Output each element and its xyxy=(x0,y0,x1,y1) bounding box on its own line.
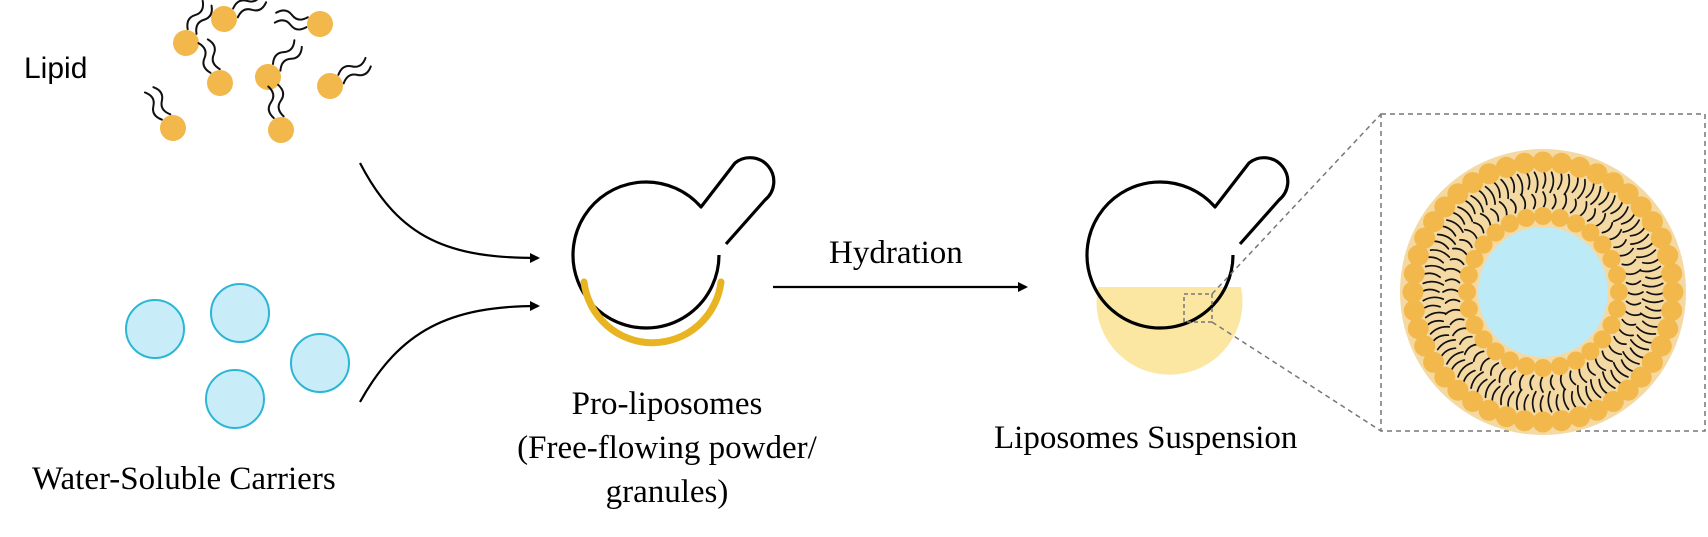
lipid-molecule-icon xyxy=(255,39,303,90)
proliposomes-label-line1: Pro-liposomes xyxy=(572,386,763,422)
carrier-bead-icon xyxy=(205,369,265,429)
round-bottom-flask-icon xyxy=(571,156,776,347)
carrier-arrow-icon xyxy=(359,301,540,403)
lipid-molecule-icon xyxy=(273,9,333,37)
lipid-molecules-group xyxy=(143,0,372,143)
lipid-molecule-icon xyxy=(197,38,233,96)
carrier-bead-icon xyxy=(125,299,185,359)
hydration-label: Hydration xyxy=(829,235,963,271)
round-bottom-flask-icon xyxy=(1085,156,1290,375)
zoom-connector-line xyxy=(1211,113,1382,295)
proliposomes-label-line3: granules) xyxy=(606,474,729,510)
lipid-molecule-icon xyxy=(173,0,213,56)
lipid-label: Lipid xyxy=(24,52,87,85)
suspension-label: Liposomes Suspension xyxy=(994,420,1297,456)
zoom-connector-line xyxy=(1211,321,1382,432)
lipid-molecule-icon xyxy=(317,56,372,99)
water-soluble-carriers-group xyxy=(125,283,350,429)
liposome-icon xyxy=(1400,149,1686,435)
zoom-region-box xyxy=(1183,293,1213,323)
proliposomes-label-line2: (Free-flowing powder/ xyxy=(517,430,817,466)
carrier-bead-icon xyxy=(290,333,350,393)
carriers-label: Water-Soluble Carriers xyxy=(32,461,336,497)
carrier-bead-icon xyxy=(210,283,270,343)
lipid-arrow-icon xyxy=(359,162,540,263)
lipid-molecule-icon xyxy=(211,0,268,32)
lipid-molecule-icon xyxy=(143,86,186,141)
lipid-molecule-icon xyxy=(267,83,294,143)
